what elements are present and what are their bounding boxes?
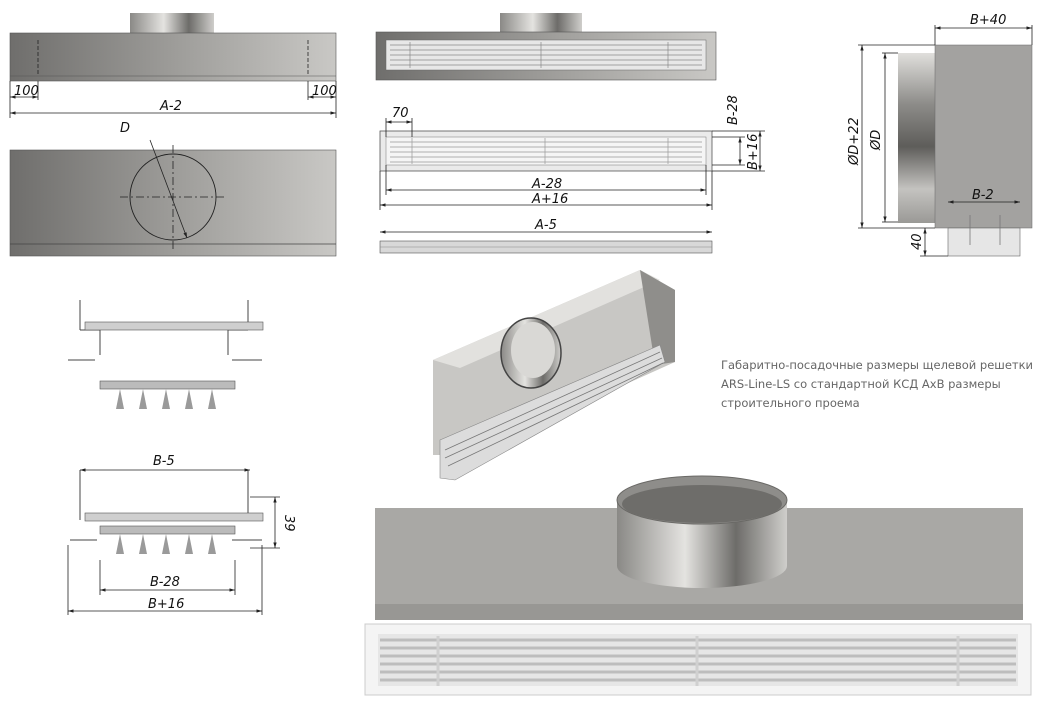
top-view: D: [9, 121, 337, 257]
dim-grille-length-inner: A-28: [531, 177, 562, 192]
isometric-render: [433, 270, 675, 481]
dim-section-height: 39: [281, 515, 296, 532]
dim-grille-length-outer: A+16: [531, 192, 568, 207]
caption-line-2: ARS-Line-LS со стандартной КСД АхВ разме…: [721, 377, 1001, 391]
dim-grille-height-outer: B+16: [746, 134, 761, 170]
dim-section-inner-width: B-28: [150, 575, 180, 590]
dim-side-right: 100: [312, 84, 337, 99]
dim-end-diameter: ØD: [869, 130, 884, 151]
section-views: B-5 39 B-28 B+16: [67, 300, 296, 615]
dim-end-width: B+40: [970, 13, 1006, 28]
end-view: B+40 ØD+22 ØD B-2 40: [847, 13, 1033, 257]
front-render: [364, 475, 1032, 696]
dim-side-length: A-2: [159, 99, 182, 114]
dim-grille-height-inner: B-28: [726, 95, 741, 125]
dim-section-top-width: B-5: [153, 454, 175, 469]
dim-end-outer-diameter: ØD+22: [847, 117, 862, 166]
front-view-grille: [375, 13, 717, 81]
caption-line-3: строительного проема: [721, 396, 860, 410]
dim-end-inner-width: B-2: [972, 188, 994, 203]
dim-duct-diameter: D: [120, 121, 130, 136]
grille-dimension-view: 70 B-28 B+16 A-28 A+16 A-5: [379, 95, 765, 254]
dim-frame-length: A-5: [534, 218, 557, 233]
dim-side-left: 100: [14, 84, 39, 99]
dim-section-outer-width: B+16: [148, 597, 184, 612]
caption-line-1: Габаритно-посадочные размеры щелевой реш…: [721, 358, 1034, 372]
caption: Габаритно-посадочные размеры щелевой реш…: [721, 356, 1047, 413]
side-view: 100 100 A-2: [9, 13, 337, 118]
dim-end-offset: 40: [910, 233, 925, 250]
dim-grille-margin: 70: [392, 106, 409, 121]
